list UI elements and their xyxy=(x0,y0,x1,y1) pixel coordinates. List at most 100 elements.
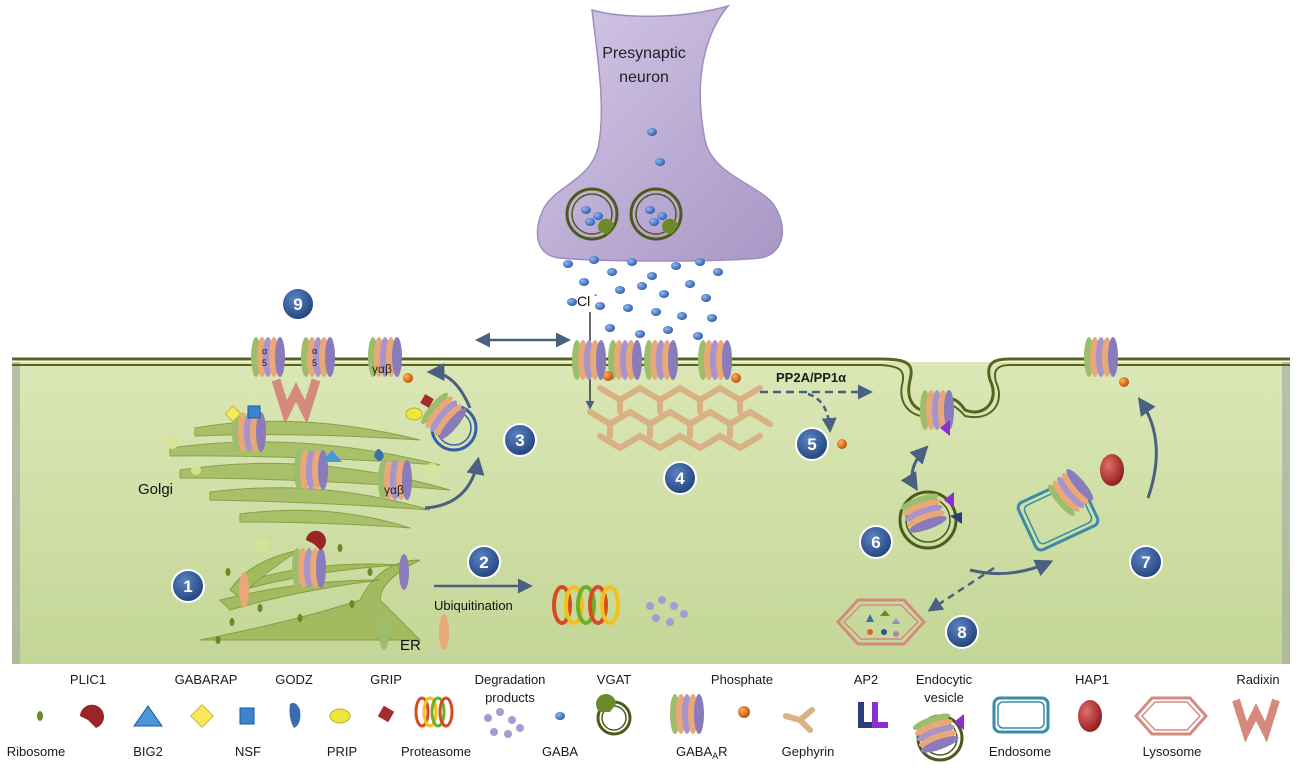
gabaa-receptor xyxy=(292,548,326,588)
svg-text:PLIC1: PLIC1 xyxy=(70,672,106,687)
svg-text:VGAT: VGAT xyxy=(597,672,631,687)
step-marker-9: 9 xyxy=(281,287,315,321)
legend-nsf-icon xyxy=(239,707,255,725)
degradation-products xyxy=(646,596,688,626)
svg-text:1: 1 xyxy=(183,577,192,596)
phosphate xyxy=(403,373,413,383)
legend-vgat-icon xyxy=(596,694,632,736)
svg-text:6: 6 xyxy=(871,533,880,552)
svg-text:Degradation: Degradation xyxy=(475,672,546,687)
gabaa-receptor xyxy=(644,340,678,380)
svg-text:5: 5 xyxy=(312,358,317,368)
svg-text:α: α xyxy=(262,346,267,356)
postsynaptic-cytoplasm xyxy=(12,362,1290,664)
legend-endosome-icon xyxy=(992,696,1050,734)
svg-text:Gephyrin: Gephyrin xyxy=(782,744,835,759)
gabaa-receptor xyxy=(572,340,606,380)
svg-text:GABARAP: GABARAP xyxy=(175,672,238,687)
svg-text:GABAAR: GABAAR xyxy=(676,744,728,761)
svg-text:Ribosome: Ribosome xyxy=(7,744,66,759)
svg-text:γαβ: γαβ xyxy=(384,483,404,497)
svg-text:Endocytic: Endocytic xyxy=(916,672,973,687)
legend-proteasome-icon xyxy=(414,696,454,728)
legend: Ribosome PLIC1 BIG2 GABARAP NSF GODZ PRI… xyxy=(7,672,1280,762)
svg-text:3: 3 xyxy=(515,431,524,450)
gabaa-receptor xyxy=(1084,337,1118,377)
lysosome-contents xyxy=(866,610,900,637)
phosphatase-label: PP2A/PP1α xyxy=(776,370,846,385)
svg-text:5: 5 xyxy=(807,435,816,454)
plic1 xyxy=(306,530,326,550)
legend-hap1-icon xyxy=(1078,700,1102,732)
svg-text:γαβ: γαβ xyxy=(372,362,392,376)
phosphate xyxy=(603,371,613,381)
svg-text:Lysosome: Lysosome xyxy=(1143,744,1202,759)
svg-text:α: α xyxy=(312,346,317,356)
legend-radixin-icon xyxy=(1232,698,1280,743)
step-marker-4: 4 xyxy=(663,461,697,495)
legend-ribosome-icon xyxy=(37,711,43,721)
phosphate xyxy=(837,439,847,449)
step-marker-2: 2 xyxy=(467,545,501,579)
phosphate xyxy=(1119,377,1129,387)
svg-text:BIG2: BIG2 xyxy=(133,744,163,759)
legend-lysosome-icon xyxy=(1133,696,1209,736)
gaba-molecule xyxy=(647,128,657,136)
legend-degradation-products-icon xyxy=(484,708,524,738)
legend-phosphate-icon xyxy=(738,706,750,718)
step-marker-8: 8 xyxy=(945,615,979,649)
svg-text:4: 4 xyxy=(675,469,685,488)
ribosomes xyxy=(215,544,373,644)
legend-gabarap-icon xyxy=(189,703,215,729)
proteasome xyxy=(552,585,620,625)
golgi-label: Golgi xyxy=(138,481,173,498)
svg-text:GRIP: GRIP xyxy=(370,672,402,687)
prip xyxy=(405,407,423,421)
legend-grip-icon xyxy=(377,705,395,723)
lysosome xyxy=(835,598,927,646)
legend-plic1-icon xyxy=(80,704,104,728)
er-label: ER xyxy=(400,637,421,654)
ap2 xyxy=(940,420,950,436)
synaptic-vesicle xyxy=(629,187,683,241)
gabaa-receptor xyxy=(294,450,328,490)
step-marker-7: 7 xyxy=(1129,545,1163,579)
hap1 xyxy=(1100,454,1124,486)
svg-text:AP2: AP2 xyxy=(854,672,879,687)
grip xyxy=(420,394,434,408)
step-marker-6: 6 xyxy=(859,525,893,559)
legend-prip-icon xyxy=(329,708,351,724)
svg-text:GABA: GABA xyxy=(542,744,578,759)
svg-text:NSF: NSF xyxy=(235,744,261,759)
svg-text:2: 2 xyxy=(479,553,488,572)
svg-text:GODZ: GODZ xyxy=(275,672,313,687)
svg-text:9: 9 xyxy=(293,295,302,314)
svg-text:Phosphate: Phosphate xyxy=(711,672,773,687)
chloride-charge: - xyxy=(594,290,597,301)
gabaa-receptor xyxy=(698,340,732,380)
legend-gabaar-icon xyxy=(670,694,704,734)
gabarap xyxy=(224,405,242,423)
legend-gephyrin-icon xyxy=(783,707,815,733)
presynaptic-neuron xyxy=(536,4,784,262)
svg-text:HAP1: HAP1 xyxy=(1075,672,1109,687)
svg-text:Proteasome: Proteasome xyxy=(401,744,471,759)
godz xyxy=(374,449,384,461)
svg-text:products: products xyxy=(485,690,535,705)
legend-godz-icon xyxy=(289,702,301,728)
svg-text:5: 5 xyxy=(262,358,267,368)
legend-endocytic-vesicle-icon xyxy=(911,710,964,762)
svg-text:8: 8 xyxy=(957,623,966,642)
step-marker-1: 1 xyxy=(171,569,205,603)
gephyrin-lattice xyxy=(587,384,773,452)
svg-text:Endosome: Endosome xyxy=(989,744,1051,759)
gabaa-receptor-alpha5 xyxy=(301,337,335,377)
svg-text:vesicle: vesicle xyxy=(924,690,964,705)
svg-text:PRIP: PRIP xyxy=(327,744,357,759)
legend-big2-icon xyxy=(133,705,163,727)
svg-text:7: 7 xyxy=(1141,553,1150,572)
gaba-molecule xyxy=(655,158,665,166)
radixin xyxy=(271,378,321,424)
